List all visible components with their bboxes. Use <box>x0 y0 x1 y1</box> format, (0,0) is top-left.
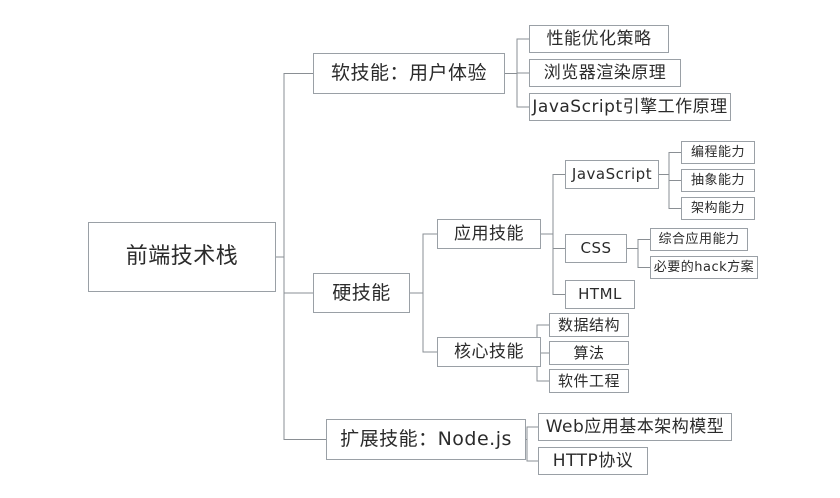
node-ext-skills[interactable]: 扩展技能：Node.js <box>326 419 526 460</box>
connector-ext_skills-to-ext_2 <box>526 439 538 462</box>
node-core-skills[interactable]: 核心技能 <box>437 337 541 367</box>
connector-ext_skills-to-ext_1 <box>526 426 538 440</box>
connector-root-to-hard_skills <box>276 256 313 294</box>
connector-hard_skills-to-core_skills <box>410 292 437 353</box>
connector-hard_skills-to-app_skills <box>410 233 437 294</box>
node-css-2[interactable]: 必要的hack方案 <box>650 256 758 279</box>
connector-javascript-to-js_1 <box>659 152 681 175</box>
node-core-3[interactable]: 软件工程 <box>549 369 629 393</box>
connector-javascript-to-js_2 <box>659 174 681 181</box>
node-js-3[interactable]: 架构能力 <box>681 197 755 220</box>
node-ext-1[interactable]: Web应用基本架构模型 <box>538 413 732 441</box>
node-core-2[interactable]: 算法 <box>549 341 629 365</box>
connector-soft_skills-to-soft_1 <box>505 38 529 74</box>
connector-app_skills-to-css <box>541 233 565 249</box>
node-js-2[interactable]: 抽象能力 <box>681 169 755 192</box>
connector-soft_skills-to-soft_3 <box>505 73 529 108</box>
node-html[interactable]: HTML <box>565 280 635 309</box>
connector-soft_skills-to-soft_2 <box>505 72 529 74</box>
node-app-skills[interactable]: 应用技能 <box>437 219 541 249</box>
node-ext-2[interactable]: HTTP协议 <box>538 447 648 475</box>
node-soft-3[interactable]: JavaScript引擎工作原理 <box>529 93 731 121</box>
node-css[interactable]: CSS <box>565 234 627 263</box>
connector-app_skills-to-html <box>541 233 565 295</box>
connector-root-to-soft_skills <box>276 73 313 258</box>
node-soft-skills[interactable]: 软技能：用户体验 <box>313 53 505 94</box>
connector-javascript-to-js_3 <box>659 174 681 209</box>
node-core-1[interactable]: 数据结构 <box>549 313 629 337</box>
node-hard-skills[interactable]: 硬技能 <box>313 273 410 313</box>
node-soft-1[interactable]: 性能优化策略 <box>529 25 669 53</box>
connector-css-to-css_2 <box>627 248 650 268</box>
connector-app_skills-to-javascript <box>541 174 565 235</box>
node-javascript[interactable]: JavaScript <box>565 160 659 189</box>
node-soft-2[interactable]: 浏览器渲染原理 <box>529 59 681 87</box>
node-css-1[interactable]: 综合应用能力 <box>650 228 748 251</box>
node-root[interactable]: 前端技术栈 <box>88 222 276 292</box>
node-js-1[interactable]: 编程能力 <box>681 141 755 164</box>
connector-css-to-css_1 <box>627 239 650 249</box>
